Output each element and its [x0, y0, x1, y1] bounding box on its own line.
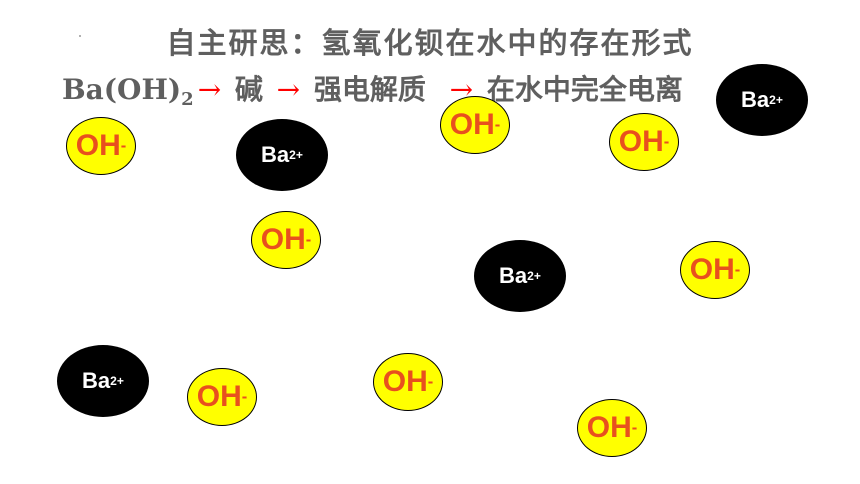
ionization-chain: Ba(OH)2→ 碱 → 强电解质 → 在水中完全电离	[62, 68, 842, 110]
hydroxide-ion: OH-	[251, 211, 321, 269]
hydroxide-ion: OH-	[440, 96, 510, 154]
hydroxide-ion: OH-	[187, 368, 257, 426]
arrow-icon: →	[276, 73, 301, 106]
step-complete-ionization: 在水中完全电离	[486, 73, 683, 106]
hydroxide-ion: OH-	[609, 113, 679, 171]
hydroxide-ion: OH-	[680, 241, 750, 299]
slide-title: 自主研思：氢氧化钡在水中的存在形式	[166, 26, 694, 60]
stray-dot	[79, 35, 81, 37]
arrow-icon: →	[197, 73, 222, 106]
formula-subscript: 2	[181, 89, 194, 110]
hydroxide-ion: OH-	[66, 117, 136, 175]
hydroxide-ion: OH-	[373, 353, 443, 411]
formula-base: Ba(OH)	[62, 73, 182, 106]
hydroxide-ion: OH-	[577, 399, 647, 457]
step-base: 碱	[234, 73, 263, 106]
step-strong-electrolyte: 强电解质	[313, 73, 426, 106]
